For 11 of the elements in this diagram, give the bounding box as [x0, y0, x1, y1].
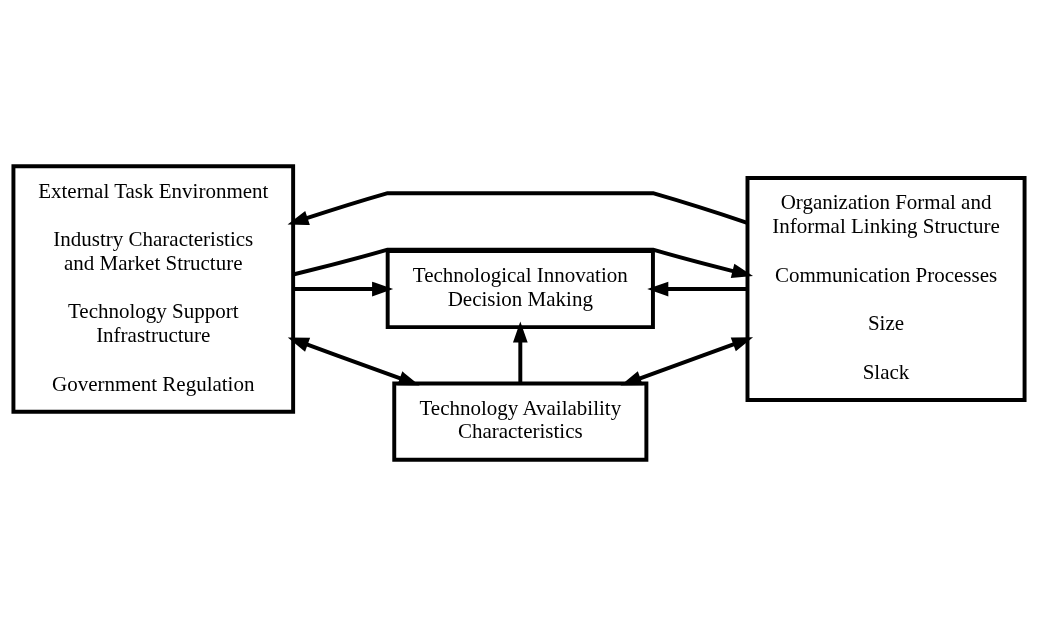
arrow: [287, 190, 748, 225]
arrow: [292, 247, 753, 278]
arrow: [647, 281, 748, 296]
arrow: [512, 321, 528, 383]
arrow: [293, 281, 394, 296]
node-box: Organization Formal and Informal Linking Structure Communication Processes Size Slack: [745, 175, 1027, 402]
node-box: Technological Innovation Decision Making: [385, 248, 655, 329]
node-box: Technology Availability Characteristics: [392, 381, 649, 462]
node-box: External Task Environment Industry Characteristics and Market Structure Technology Support Infrastructure Government Regulation: [11, 163, 296, 414]
arrow: [620, 336, 754, 386]
arrow: [287, 337, 420, 385]
